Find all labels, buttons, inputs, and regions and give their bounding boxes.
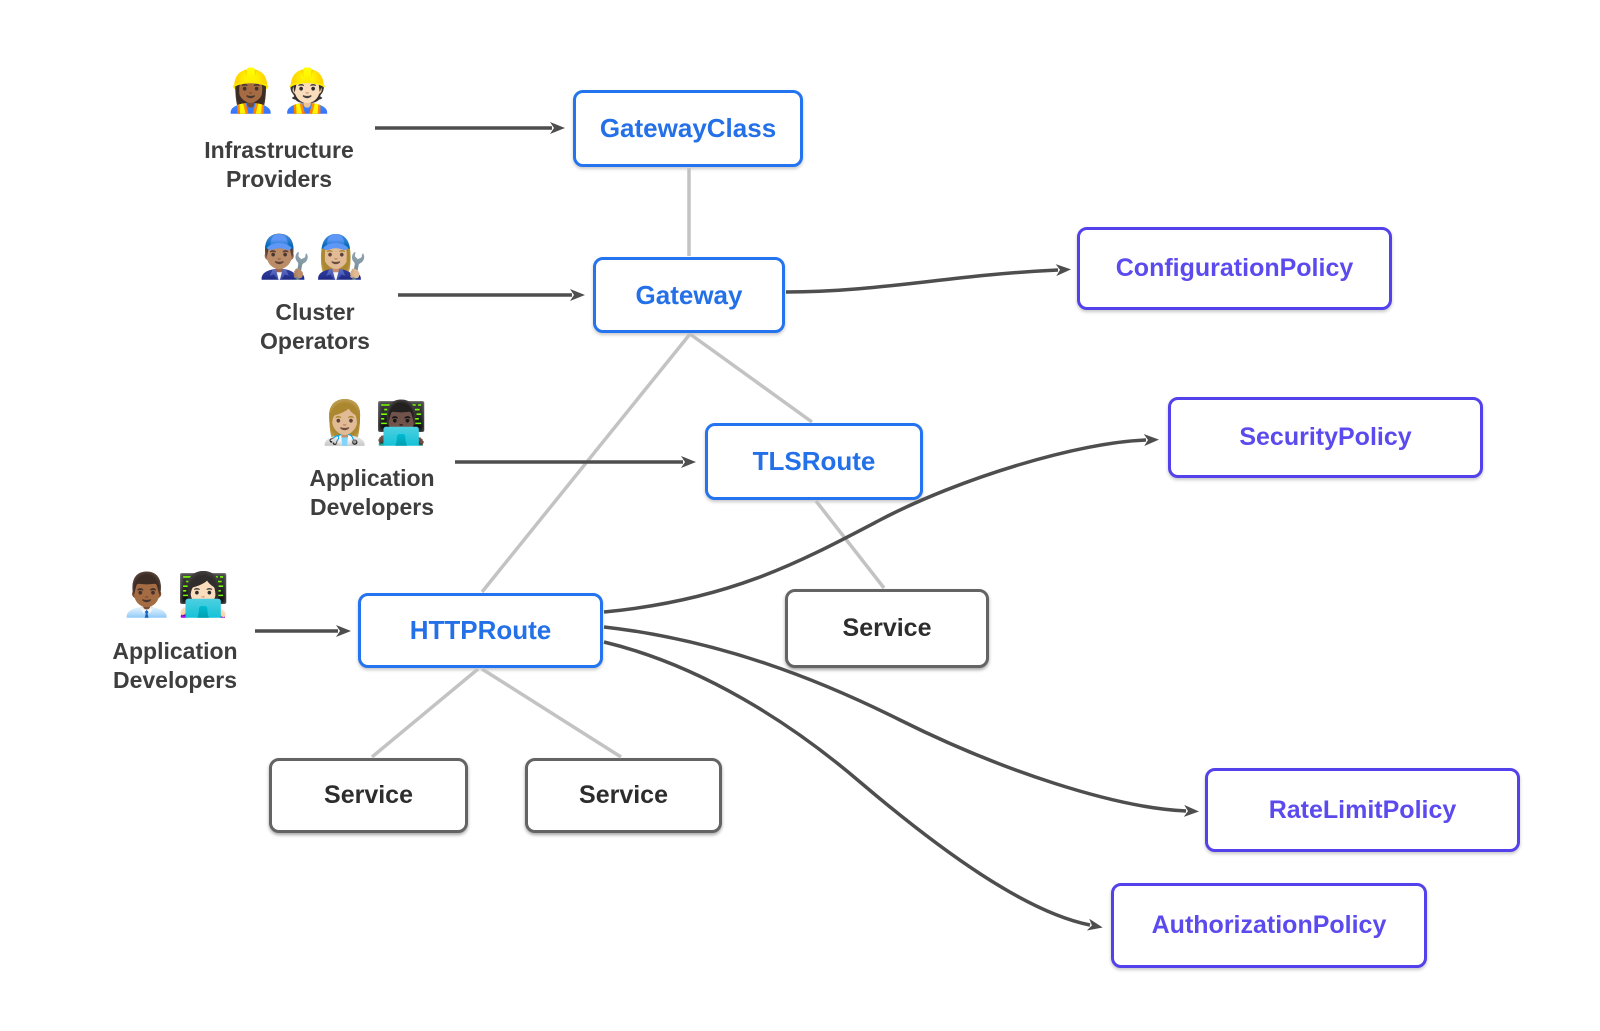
node-tlsroute: TLSRoute (705, 423, 923, 500)
node-authorizationpolicy: AuthorizationPolicy (1111, 883, 1427, 968)
edge-gateway-httproute (480, 332, 692, 594)
persona-cluster-line2: Operators (260, 328, 370, 354)
edge-gateway-configurationpolicy (785, 264, 1071, 294)
node-ratelimitpolicy-label: RateLimitPolicy (1268, 795, 1457, 824)
node-securitypolicy: SecurityPolicy (1168, 397, 1483, 478)
node-gatewayclass-label: GatewayClass (599, 113, 777, 143)
node-service-mid: Service (785, 589, 989, 668)
node-securitypolicy-label: SecurityPolicy (1239, 423, 1412, 451)
node-service-left: Service (269, 758, 468, 833)
node-service-left-label: Service (324, 781, 413, 809)
node-httproute: HTTPRoute (358, 593, 603, 668)
mechanics-icon: 👨🏽‍🔧👩🏼‍🔧 (258, 233, 372, 280)
node-gatewayclass: GatewayClass (573, 90, 803, 167)
edge-httproute-service-left (370, 667, 480, 759)
persona-appdev-http-line1: Application (112, 638, 238, 664)
node-httproute-label: HTTPRoute (409, 615, 552, 645)
construction-workers-icon: 👷🏾‍♀️👷🏻 (224, 67, 338, 114)
persona-appdev-tls-line1: Application (309, 465, 435, 491)
node-gateway: Gateway (593, 257, 785, 333)
persona-appdev-tls-line2: Developers (309, 494, 434, 520)
node-service-right: Service (525, 758, 722, 833)
node-ratelimitpolicy: RateLimitPolicy (1205, 768, 1520, 852)
persona-infrastructure-line1: Infrastructure (204, 137, 354, 163)
node-service-mid-label: Service (842, 614, 932, 642)
persona-infrastructure-line2: Providers (225, 166, 333, 192)
edge-httproute-service-right (481, 667, 622, 759)
app-developers-tls-icon: 👩🏼‍⚕️👨🏿‍💻 (318, 399, 432, 446)
edge-gateway-tlsroute (688, 332, 814, 424)
persona-appdev-http-line2: Developers (112, 667, 237, 693)
app-developers-http-icon: 👨🏾‍💼👩🏻‍💻 (120, 571, 234, 618)
node-gateway-label: Gateway (635, 279, 743, 310)
node-tlsroute-label: TLSRoute (752, 446, 876, 476)
edge-tlsroute-service (814, 499, 886, 590)
persona-cluster-line1: Cluster (275, 299, 355, 325)
node-configurationpolicy: ConfigurationPolicy (1077, 227, 1392, 310)
node-authorizationpolicy-label: AuthorizationPolicy (1151, 911, 1387, 939)
node-service-right-label: Service (579, 781, 668, 809)
node-configurationpolicy-label: ConfigurationPolicy (1115, 254, 1354, 282)
